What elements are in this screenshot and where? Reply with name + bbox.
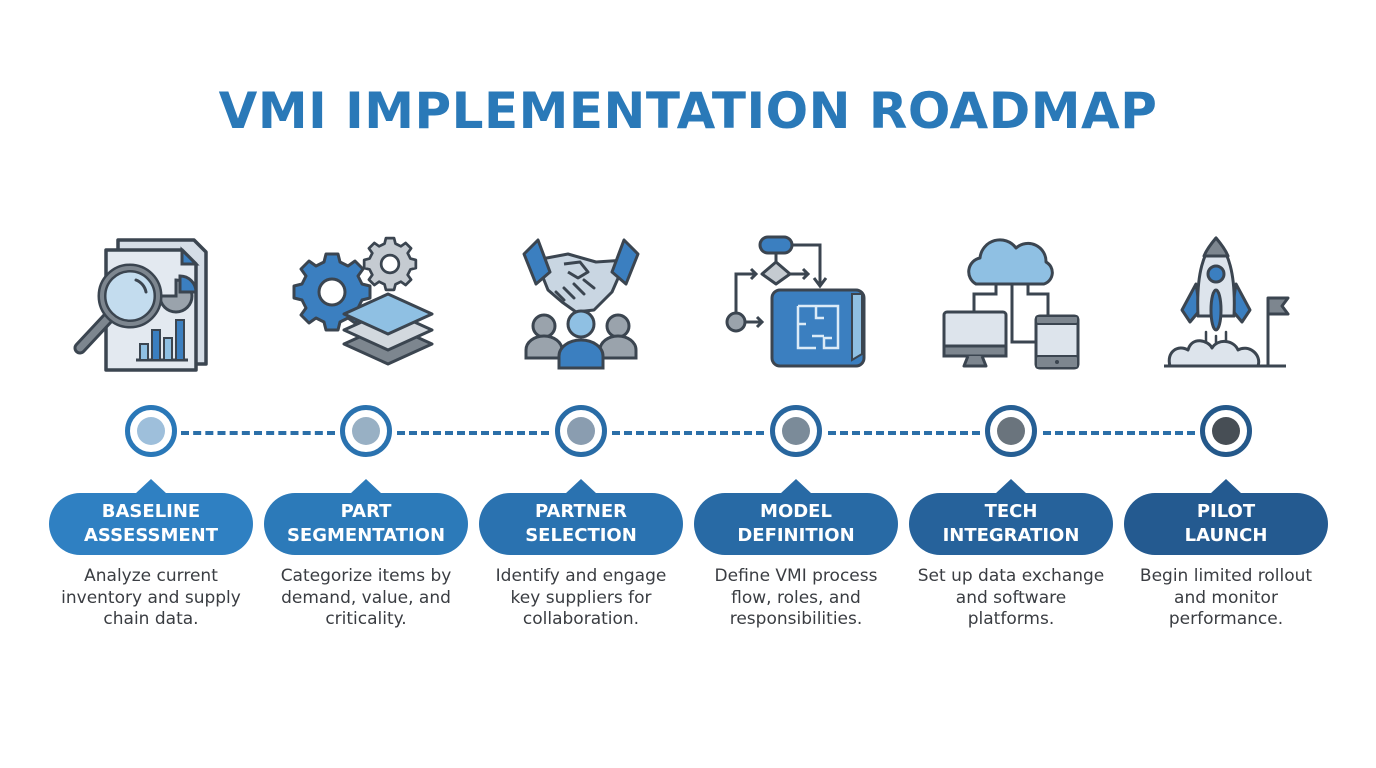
step-label-baseline: BASELINE ASSESSMENT bbox=[49, 479, 253, 555]
step-description-line: chain data. bbox=[103, 609, 199, 629]
step-description-line: platforms. bbox=[967, 609, 1055, 629]
connector-line bbox=[612, 431, 764, 435]
rocket-launch-icon bbox=[1152, 232, 1302, 372]
step-node-dot bbox=[567, 417, 595, 445]
step-description-line: criticality. bbox=[325, 609, 407, 629]
step-description-line: performance. bbox=[1168, 609, 1284, 629]
step-description-line: and monitor bbox=[1174, 587, 1278, 608]
step-node-dot bbox=[997, 417, 1025, 445]
step-label-segmentation: PART SEGMENTATION bbox=[264, 479, 468, 555]
step-node-segmentation bbox=[340, 405, 392, 457]
connector-line bbox=[397, 431, 549, 435]
step-description-line: Define VMI process bbox=[714, 566, 878, 586]
step-title-line: MODEL bbox=[760, 501, 832, 522]
handshake-team-icon bbox=[506, 232, 656, 372]
step-label-pilot: PILOT LAUNCH bbox=[1124, 479, 1328, 555]
step-node-partner bbox=[555, 405, 607, 457]
connector-line bbox=[828, 431, 980, 435]
step-node-pilot bbox=[1200, 405, 1252, 457]
step-title-line: PART bbox=[340, 501, 392, 522]
step-node-dot bbox=[782, 417, 810, 445]
gears-layers-icon bbox=[292, 232, 442, 372]
step-label-tech: TECH INTEGRATION bbox=[909, 479, 1113, 555]
magnifier-report-icon bbox=[66, 232, 216, 372]
step-node-model bbox=[770, 405, 822, 457]
step-description-line: flow, roles, and bbox=[731, 587, 861, 608]
connector-line bbox=[181, 431, 335, 435]
step-title-line: ASSESSMENT bbox=[83, 525, 218, 546]
step-description-line: responsibilities. bbox=[729, 609, 863, 629]
step-description-line: Identify and engage bbox=[495, 566, 667, 586]
step-node-dot bbox=[137, 417, 165, 445]
page-title: VMI IMPLEMENTATION ROADMAP bbox=[218, 82, 1158, 140]
step-node-tech bbox=[985, 405, 1037, 457]
step-label-partner: PARTNER SELECTION bbox=[479, 479, 683, 555]
step-description-line: key suppliers for bbox=[510, 587, 652, 608]
step-title-line: SEGMENTATION bbox=[286, 525, 446, 546]
step-description-line: Categorize items by bbox=[280, 566, 452, 586]
step-title-line: TECH bbox=[984, 501, 1038, 522]
step-description-line: demand, value, and bbox=[281, 587, 451, 608]
flowchart-blueprint-icon bbox=[720, 232, 870, 372]
step-description-line: collaboration. bbox=[522, 609, 640, 629]
step-title-line: BASELINE bbox=[101, 501, 201, 522]
step-description-line: Set up data exchange bbox=[917, 566, 1105, 586]
step-description-line: Analyze current bbox=[84, 566, 218, 586]
step-title-line: SELECTION bbox=[525, 525, 637, 546]
step-description-line: inventory and supply bbox=[61, 587, 241, 608]
step-node-dot bbox=[1212, 417, 1240, 445]
step-title-line: PARTNER bbox=[534, 501, 628, 522]
step-description-line: and software bbox=[955, 587, 1067, 608]
step-title-line: PILOT bbox=[1196, 501, 1256, 522]
connector-line bbox=[1043, 431, 1195, 435]
step-node-baseline bbox=[125, 405, 177, 457]
step-title-line: LAUNCH bbox=[1184, 525, 1268, 546]
cloud-devices-icon bbox=[936, 232, 1086, 372]
step-title-line: DEFINITION bbox=[737, 525, 855, 546]
step-label-model: MODEL DEFINITION bbox=[694, 479, 898, 555]
step-title-line: INTEGRATION bbox=[942, 525, 1080, 546]
step-description-line: Begin limited rollout bbox=[1139, 566, 1313, 586]
step-node-dot bbox=[352, 417, 380, 445]
